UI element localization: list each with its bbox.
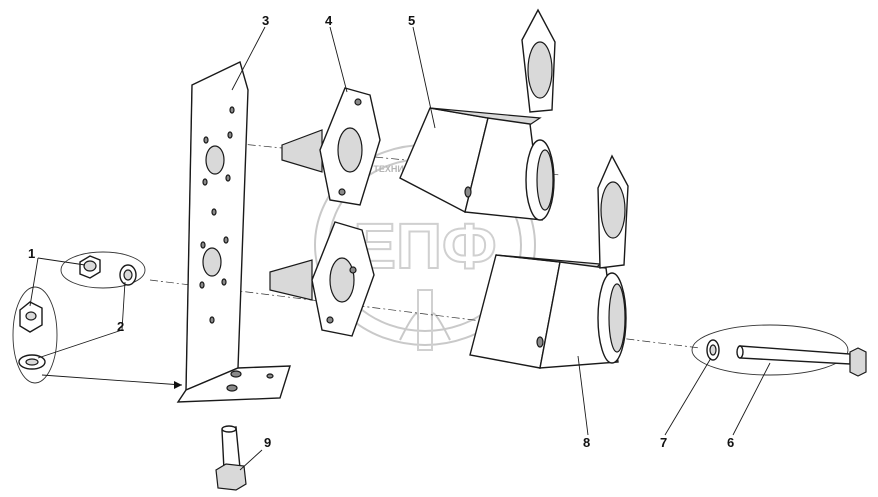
watermark-logo-text: ЕПФ: [353, 210, 496, 282]
washer-7-icon: [706, 339, 720, 361]
callout-labels: 1 2 3 4 5 6 7 8 9: [28, 13, 734, 450]
bolt-6-icon: [736, 345, 867, 377]
wheat-emblem-icon: [399, 289, 451, 351]
callout-2: 2: [117, 319, 124, 334]
callout-9: 9: [264, 435, 271, 450]
part-6-7-bolt-group: [691, 324, 867, 377]
callout-5: 5: [408, 13, 415, 28]
callout-4: 4: [325, 13, 333, 28]
nut-side-icon: [19, 301, 43, 333]
callout-7: 7: [660, 435, 667, 450]
callout-3: 3: [262, 13, 269, 28]
axis-lines: [149, 139, 701, 349]
callout-6: 6: [727, 435, 734, 450]
part-1-2-fastener-group: [12, 251, 183, 389]
part-5-socket-upper: [399, 8, 556, 221]
part-9-stud-bolt: [215, 425, 247, 491]
part-3-bracket: [176, 61, 291, 403]
callout-8: 8: [583, 435, 590, 450]
nut-icon: [79, 255, 101, 279]
callout-1: 1: [28, 246, 35, 261]
washer-icon: [119, 264, 137, 286]
leader-lines: [29, 26, 771, 471]
part-4-gasket-upper: [281, 87, 381, 206]
part-8-socket-lower: [469, 154, 629, 369]
lock-washer-icon: [18, 354, 46, 370]
part-4-gasket-lower: [269, 221, 375, 337]
